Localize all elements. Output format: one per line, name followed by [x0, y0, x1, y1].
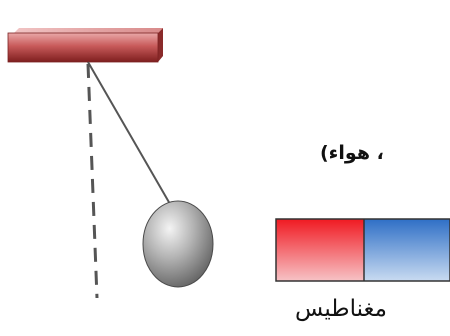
- support-bar: [7, 28, 163, 63]
- pendulum-string: [87, 61, 171, 205]
- rest-position-dashed-line: [86, 63, 99, 299]
- pendulum-bob: [142, 200, 214, 288]
- air-label: ، هواء): [320, 142, 384, 164]
- magnet-label: مغناطيس: [295, 296, 387, 322]
- magnet: [275, 218, 450, 282]
- magnet-blue-pole: [364, 219, 450, 281]
- magnet-red-pole: [276, 219, 364, 281]
